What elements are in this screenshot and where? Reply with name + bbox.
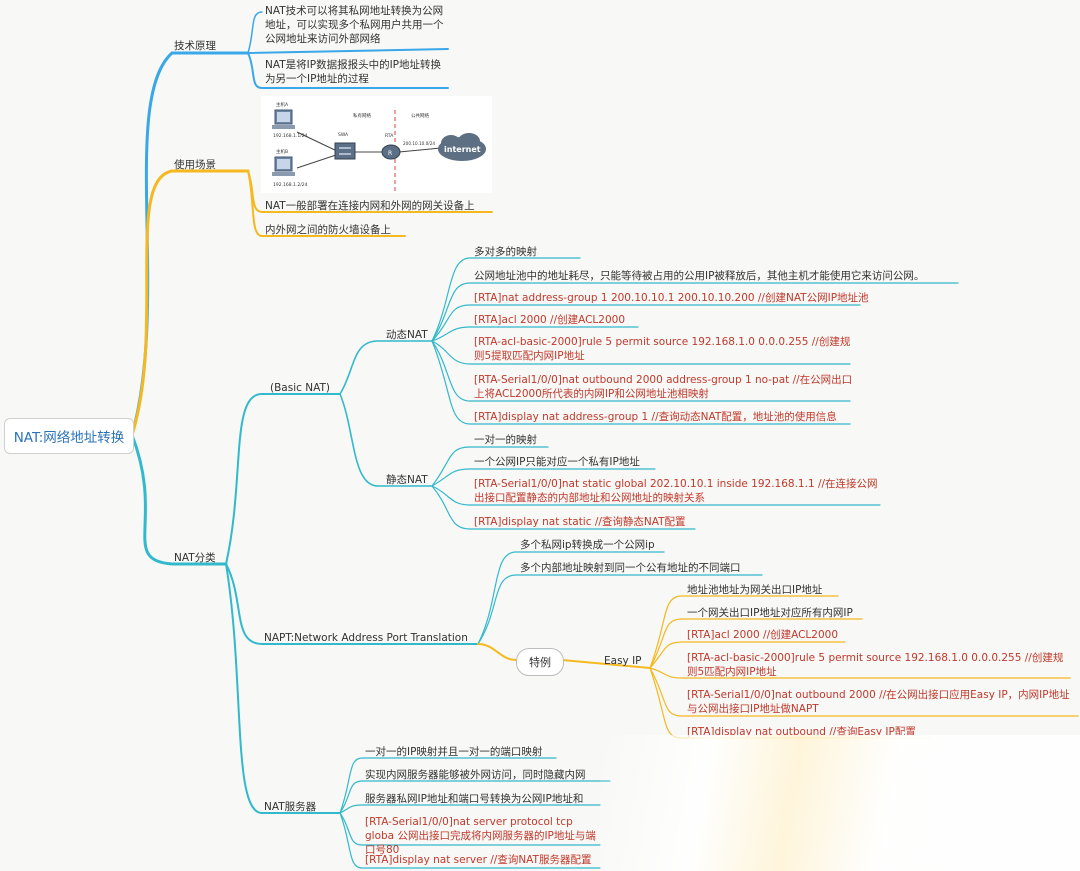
- branch-principle[interactable]: 技术原理: [174, 40, 216, 52]
- static-item-2: 一个公网IP只能对应一个私有IP地址: [474, 456, 640, 468]
- static-item-1: 一对一的映射: [474, 434, 537, 446]
- dynamic-item-7: [RTA]display nat address-group 1 //查询动态N…: [474, 411, 837, 423]
- server-item-4: [RTA-Serial1/0/0]nat server protocol tcp…: [365, 816, 596, 856]
- basic-nat-node[interactable]: (Basic NAT): [270, 382, 330, 394]
- static-item-4: [RTA]display nat static //查询静态NAT配置: [474, 516, 686, 528]
- host-a-icon: [272, 109, 295, 129]
- branch-types[interactable]: NAT分类: [174, 552, 216, 564]
- router-icon: R: [381, 144, 401, 160]
- dynamic-item-1: 多对多的映射: [474, 246, 537, 258]
- dynamic-item-2: 公网地址池中的地址耗尽，只能等待被占用的公用IP被释放后，其他主机才能使用它来访…: [474, 270, 925, 282]
- internet-cloud-icon: [438, 133, 486, 161]
- host-b-label: 主机B: [276, 148, 288, 155]
- easyip-item-5: [RTA-Serial1/0/0]nat outbound 2000 //在公网…: [687, 689, 1070, 715]
- napt-node[interactable]: NAPT:Network Address Port Translation: [264, 632, 468, 644]
- public-ip-label: 200.10.10.0/24: [403, 141, 435, 146]
- principle-item-2: NAT是将IP数据报报头中的IP地址转换为另一个IP地址的过程: [265, 59, 441, 85]
- easyip-item-6: [RTA]display nat outbound //查询Easy IP配置: [687, 726, 916, 738]
- server-item-2: 实现内网服务器能够被外网访问，同时隐藏内网: [365, 769, 586, 781]
- special-case-node[interactable]: 特例: [516, 648, 564, 676]
- static-item-3: [RTA-Serial1/0/0]nat static global 202.1…: [474, 478, 878, 504]
- host-a-label: 主机A: [276, 101, 289, 108]
- easyip-item-3: [RTA]acl 2000 //创建ACL2000: [687, 629, 839, 641]
- network-topology-figure: 主机A 192.168.1.1/24 主机B 192.168.1.2/24 SW…: [261, 96, 492, 193]
- nat-server-node[interactable]: NAT服务器: [264, 801, 317, 813]
- napt-item-1: 多个私网ip转换成一个公网ip: [520, 539, 655, 551]
- svg-text:R: R: [388, 150, 392, 157]
- host-a-ip: 192.168.1.1/24: [273, 133, 308, 139]
- dynamic-item-5: [RTA-acl-basic-2000]rule 5 permit source…: [474, 336, 851, 362]
- dynamic-item-3: [RTA]nat address-group 1 200.10.10.1 200…: [474, 292, 869, 304]
- switch-label: SWA: [338, 132, 349, 138]
- server-item-5: [RTA]display nat server //查询NAT服务器配置: [365, 854, 592, 866]
- scenario-item-1: NAT一般部署在连接内网和外网的网关设备上: [265, 200, 475, 212]
- branch-scenario[interactable]: 使用场景: [174, 159, 216, 171]
- scenario-item-2: 内外网之间的防火墙设备上: [265, 224, 391, 236]
- easyip-item-4: [RTA-acl-basic-2000]rule 5 permit source…: [687, 652, 1064, 678]
- host-b-ip: 192.168.1.2/24: [273, 182, 308, 188]
- router-label: RTA: [385, 133, 394, 139]
- root-node[interactable]: NAT:网络地址转换: [4, 418, 134, 454]
- internet-label: internet: [444, 145, 481, 154]
- dynamic-item-4: [RTA]acl 2000 //创建ACL2000: [474, 314, 626, 326]
- easy-ip-node[interactable]: Easy IP: [604, 655, 642, 667]
- private-network-label: 私有网络: [353, 112, 371, 119]
- easyip-item-2: 一个网关出口IP地址对应所有内网IP: [687, 607, 853, 619]
- public-network-label: 公共网络: [411, 112, 429, 119]
- server-item-1: 一对一的IP映射并且一对一的端口映射: [365, 746, 543, 758]
- dynamic-item-6: [RTA-Serial1/0/0]nat outbound 2000 addre…: [474, 374, 853, 400]
- switch-icon: [334, 142, 356, 160]
- server-item-3: 服务器私网IP地址和端口号转换为公网IP地址和: [365, 793, 584, 805]
- dynamic-nat-node[interactable]: 动态NAT: [386, 329, 428, 341]
- principle-item-1: NAT技术可以将其私网地址转换为公网地址，可以实现多个私网用户共用一个公网地址来…: [265, 5, 444, 45]
- easyip-item-1: 地址池地址为网关出口IP地址: [687, 584, 823, 596]
- napt-item-2: 多个内部地址映射到同一个公有地址的不同端口: [520, 562, 741, 574]
- host-b-icon: [272, 156, 295, 176]
- static-nat-node[interactable]: 静态NAT: [386, 474, 428, 486]
